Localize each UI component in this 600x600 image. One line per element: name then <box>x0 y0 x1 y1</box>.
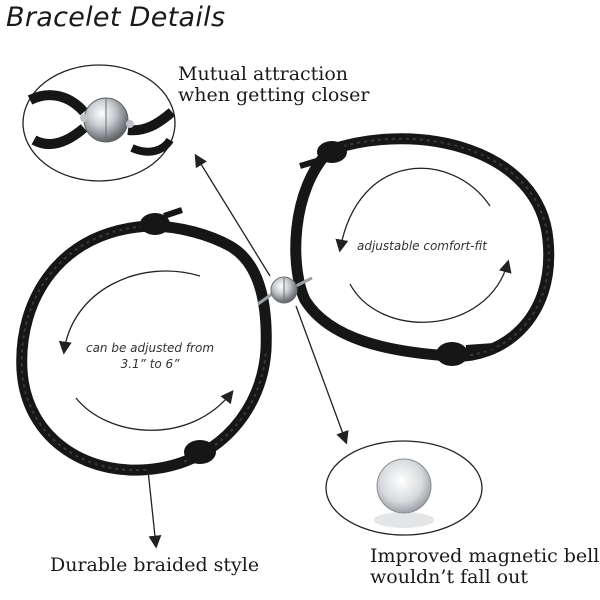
left-adjust-arrow-bottom <box>75 389 234 431</box>
right-bottom-knot <box>436 342 468 366</box>
right-top-knot <box>317 141 347 163</box>
left-top-knot <box>140 213 170 235</box>
right-adjust-arrow-bottom <box>349 259 512 323</box>
magnetic-clasp <box>270 276 298 304</box>
left-adjust-arrow-top <box>58 270 201 355</box>
adjustment-range-label: can be adjusted from 3.1” to 6” <box>85 341 215 371</box>
mutual-attraction-arrow <box>194 153 271 277</box>
durable-arrow <box>147 469 162 549</box>
left-bottom-knot <box>184 440 216 464</box>
magnet-arrow <box>295 305 349 445</box>
durable-braided-callout: Durable braided style <box>50 554 260 576</box>
clasp-closeup <box>22 64 176 182</box>
right-adjust-arrow-top <box>335 167 491 253</box>
improved-magnetic-callout: Improved magnetic bells, wouldn’t fall o… <box>370 545 600 588</box>
magnet-closeup <box>325 440 483 536</box>
adjustable-comfort-fit-label: adjustable comfort-fit <box>357 239 487 253</box>
mutual-attraction-callout: Mutual attraction when getting closer <box>178 63 370 106</box>
page-title: Bracelet Details <box>6 2 226 33</box>
